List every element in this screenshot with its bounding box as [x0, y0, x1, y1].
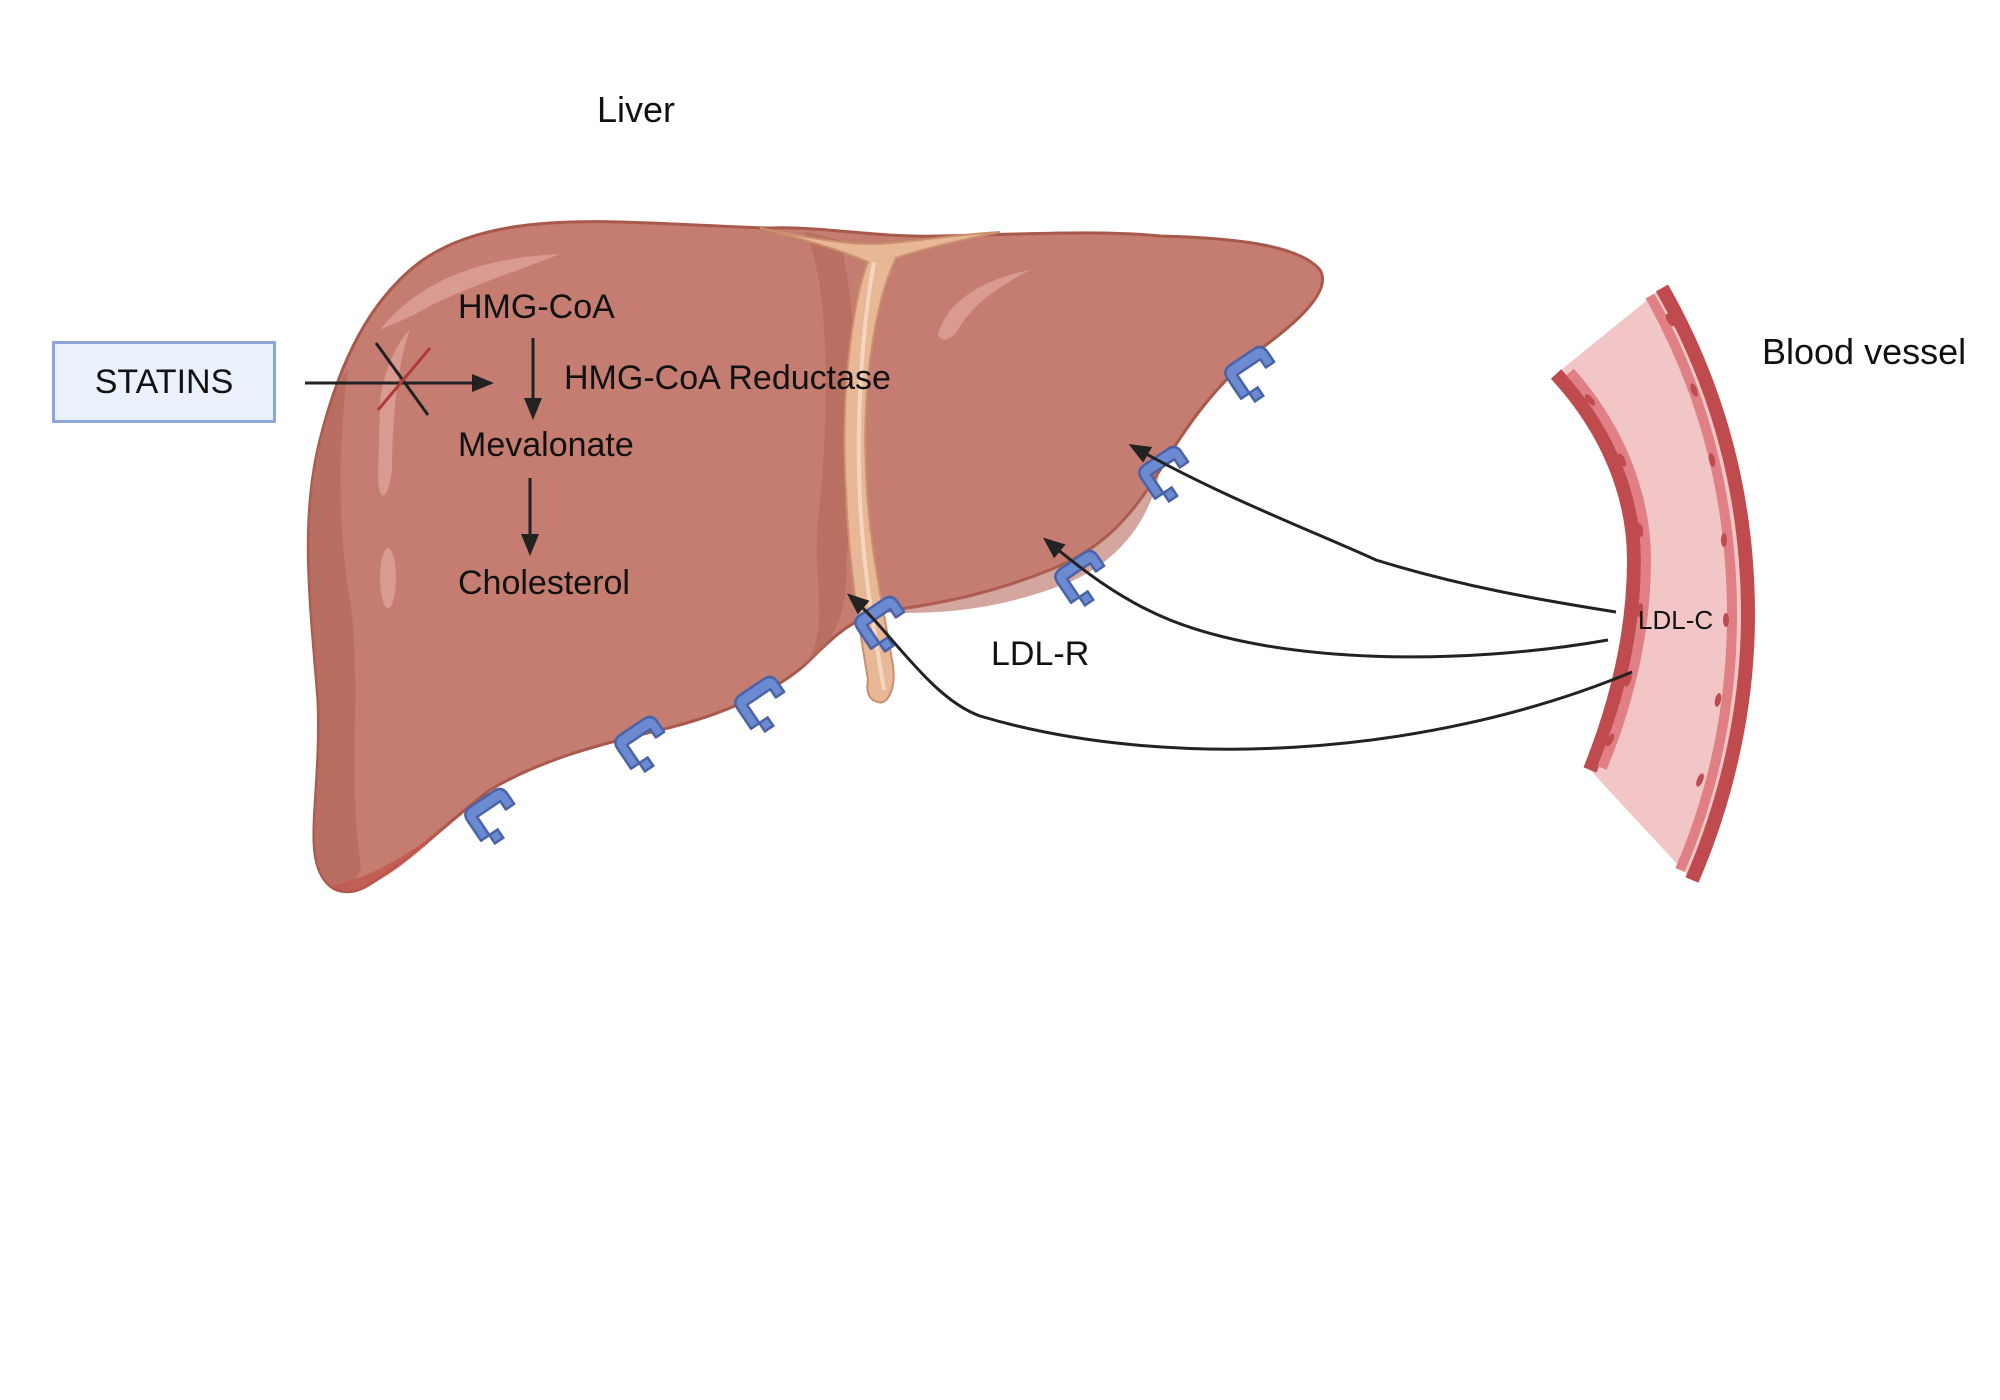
hmg-coa-label: HMG-CoA	[458, 288, 615, 326]
vessel-inner-endothelium	[1566, 368, 1652, 770]
mevalonate-label: Mevalonate	[458, 426, 634, 464]
inhibition-cross-dark	[374, 342, 430, 416]
liver-right-shadow	[880, 470, 1160, 613]
ldl-c-label: LDL-C	[1638, 605, 1714, 635]
ldl-arrow-middle	[1042, 537, 1609, 659]
statins-box: STATINS	[52, 341, 276, 423]
blood-vessel-title: Blood vessel	[1762, 331, 1967, 372]
vessel-outer-wall	[1655, 284, 1756, 883]
blood-vessel-icon	[1550, 284, 1756, 883]
liver-highlight-right	[938, 270, 1030, 340]
liver-lower-edge	[330, 808, 470, 892]
liver-body	[306, 220, 1324, 894]
cholesterol-label: Cholesterol	[458, 564, 630, 602]
liver-highlight-side	[378, 330, 410, 496]
vessel-cells	[1584, 313, 1729, 787]
inhibition-cross-red	[376, 347, 432, 411]
ldl-arrow-lower	[846, 593, 1633, 751]
vessel-inner-wall	[1550, 369, 1642, 773]
ldl-arrow-upper	[1128, 444, 1617, 614]
liver-title: Liver	[597, 89, 676, 130]
hmg-coa-reductase-label: HMG-CoA Reductase	[564, 359, 891, 397]
statins-label: STATINS	[94, 362, 234, 401]
liver-lobe-shading	[805, 232, 856, 662]
liver-left-shadow	[308, 368, 361, 887]
liver-highlight-spot	[380, 548, 396, 608]
ldl-r-label: LDL-R	[991, 635, 1090, 673]
